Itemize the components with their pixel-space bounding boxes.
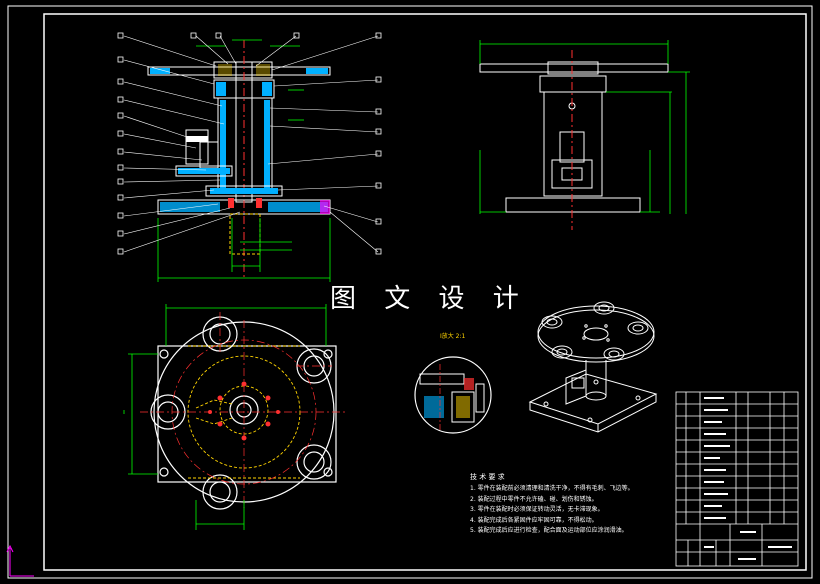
isometric-view (528, 301, 658, 433)
top-view-holes (208, 381, 280, 441)
outer-frame (7, 5, 813, 579)
side-dimensions (479, 40, 690, 214)
title-block (675, 391, 799, 567)
title-block-text-marks (704, 397, 792, 560)
tech-requirement-1: 1. 零件在装配前必须清理和清洗干净，不得有毛刺、飞边等。 (470, 485, 634, 493)
inner-frame (43, 13, 807, 571)
technical-requirements: 技 术 要 求 1. 零件在装配前必须清理和清洗干净，不得有毛刺、飞边等。 2.… (470, 472, 634, 536)
technical-requirements-title: 技 术 要 求 (470, 473, 505, 481)
front-dimensions (157, 39, 331, 282)
tech-requirement-2: 2. 装配过程中零件不允许磕、碰、划伤和锈蚀。 (470, 495, 598, 503)
top-dimensions (123, 304, 327, 530)
detail-view-label: I放大 2:1 (440, 333, 466, 340)
tech-requirement-3: 3. 零件在装配时必须保证转动灵活，无卡滞现象。 (470, 506, 604, 514)
ucs-icon (6, 544, 34, 577)
top-view-centers (140, 312, 346, 508)
detail-view-i (414, 356, 492, 434)
watermark-title: 图 文 设 计 (330, 284, 529, 314)
part-leaders (123, 35, 379, 253)
side-view (479, 50, 669, 230)
front-section-view (147, 40, 331, 280)
part-balloons (117, 32, 382, 255)
tech-requirement-4: 4. 装配完成后各紧固件应牢固可靠，不得松动。 (470, 516, 598, 524)
tech-requirement-5: 5. 装配完成后应进行检查，配合面及运动部位应涂润滑油。 (470, 527, 628, 535)
